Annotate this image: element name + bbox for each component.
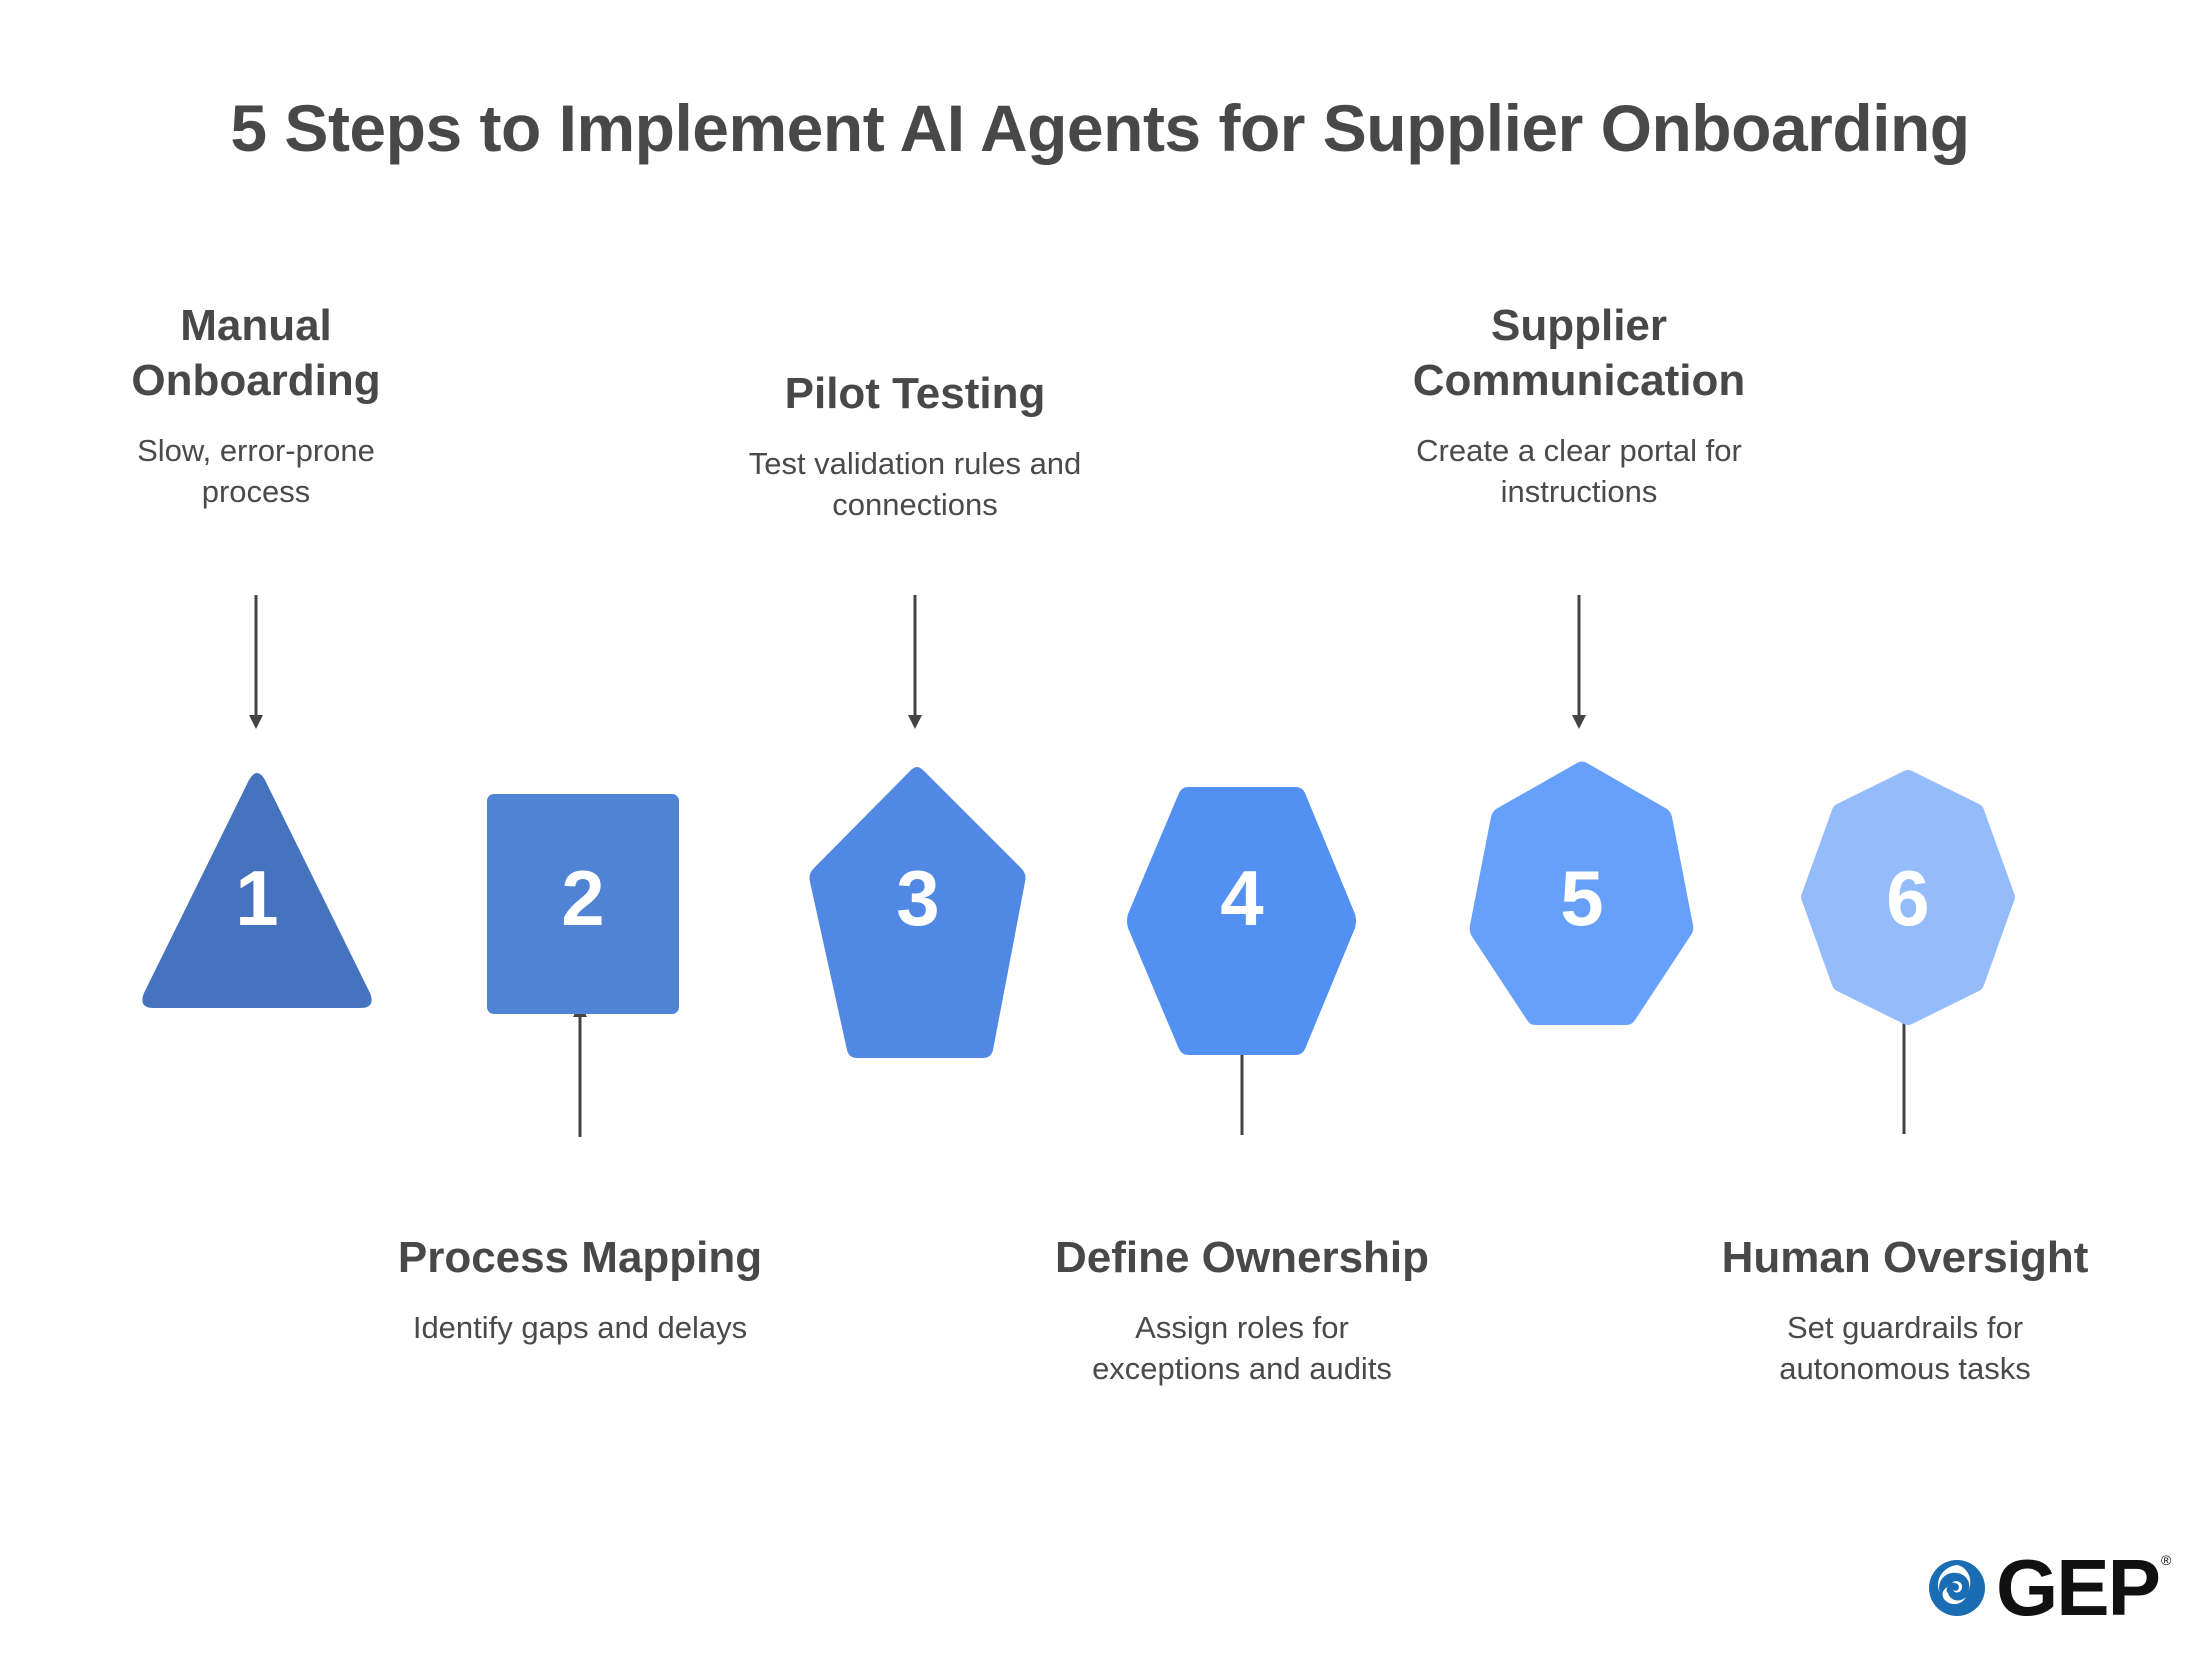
arrowhead-down-icon bbox=[1572, 715, 1586, 729]
step-3-description: Test validation rules and connections bbox=[695, 443, 1135, 525]
step-6-description: Set guardrails for autonomous tasks bbox=[1685, 1307, 2125, 1389]
step-6-number: 6 bbox=[1886, 854, 1929, 942]
arrowhead-down-icon bbox=[908, 715, 922, 729]
step-3-label: Pilot Testing Test validation rules and … bbox=[695, 366, 1135, 525]
step-1-heading: Manual Onboarding bbox=[36, 298, 476, 408]
step-2-heading: Process Mapping bbox=[360, 1230, 800, 1285]
step-5-label: Supplier Communication Create a clear po… bbox=[1359, 298, 1799, 512]
step-2-number: 2 bbox=[561, 854, 604, 942]
step-5-shape: 5 bbox=[1469, 761, 1694, 1025]
octagon-shape bbox=[1801, 770, 2015, 1025]
step-2-shape: 2 bbox=[487, 794, 679, 1014]
step-1-description: Slow, error-prone process bbox=[36, 430, 476, 512]
step-2-label: Process Mapping Identify gaps and delays bbox=[360, 1230, 800, 1348]
arrowhead-down-icon bbox=[249, 715, 263, 729]
step-6-description-line: autonomous tasks bbox=[1779, 1351, 2031, 1386]
step-4-number: 4 bbox=[1220, 854, 1263, 942]
step-4-description-line: exceptions and audits bbox=[1092, 1351, 1392, 1386]
step-3-shape: 3 bbox=[809, 767, 1026, 1058]
page-title: 5 Steps to Implement AI Agents for Suppl… bbox=[230, 91, 1970, 165]
step-4-description: Assign roles for exceptions and audits bbox=[1022, 1307, 1462, 1389]
step-1-shape: 1 bbox=[142, 773, 372, 1008]
gep-logo: GEP ® bbox=[1928, 1543, 2172, 1632]
step-6-heading: Human Oversight bbox=[1685, 1230, 2125, 1285]
square-shape bbox=[487, 794, 679, 1014]
pentagon-shape bbox=[809, 767, 1026, 1058]
heptagon-shape bbox=[1469, 761, 1694, 1025]
registered-mark: ® bbox=[2160, 1552, 2172, 1568]
step-1-description-line: process bbox=[201, 474, 311, 509]
step-1-heading-line: Onboarding bbox=[131, 356, 381, 405]
step-2-description-line: Identify gaps and delays bbox=[412, 1310, 748, 1345]
step-4-heading-line: Define Ownership bbox=[1054, 1233, 1430, 1282]
step-6-shape: 6 bbox=[1801, 770, 2015, 1025]
hexagon-shape bbox=[1127, 787, 1356, 1055]
step-4-shape: 4 bbox=[1127, 787, 1356, 1055]
step-4-description-line: Assign roles for bbox=[1135, 1310, 1349, 1345]
step-2-heading-line: Process Mapping bbox=[397, 1233, 763, 1282]
step-6-heading-line: Human Oversight bbox=[1721, 1233, 2089, 1282]
step-5-heading-line: Communication bbox=[1412, 356, 1746, 405]
step-5-description-line: instructions bbox=[1500, 474, 1658, 509]
step-3-description-line: Test validation rules and bbox=[748, 446, 1082, 481]
step-3-description-line: connections bbox=[832, 487, 998, 522]
step-6-description-line: Set guardrails for bbox=[1786, 1310, 2024, 1345]
step-6-label: Human Oversight Set guardrails for auton… bbox=[1685, 1230, 2125, 1389]
swirl-icon bbox=[1929, 1560, 1985, 1616]
step-5-heading-line: Supplier bbox=[1490, 301, 1668, 350]
step-1-label: Manual Onboarding Slow, error-prone proc… bbox=[36, 298, 476, 512]
step-4-label: Define Ownership Assign roles for except… bbox=[1022, 1230, 1462, 1389]
step-5-description: Create a clear portal for instructions bbox=[1359, 430, 1799, 512]
step-2-description: Identify gaps and delays bbox=[360, 1307, 800, 1348]
step-5-heading: Supplier Communication bbox=[1359, 298, 1799, 408]
step-5-number: 5 bbox=[1560, 854, 1603, 942]
step-3-heading-line: Pilot Testing bbox=[784, 369, 1046, 418]
step-1-heading-line: Manual bbox=[180, 301, 332, 350]
triangle-shape bbox=[142, 773, 372, 1008]
step-1-number: 1 bbox=[235, 854, 278, 942]
step-4-heading: Define Ownership bbox=[1022, 1230, 1462, 1285]
step-3-number: 3 bbox=[896, 854, 939, 942]
step-3-heading: Pilot Testing bbox=[695, 366, 1135, 421]
logo-text: GEP bbox=[1996, 1543, 2161, 1632]
step-1-description-line: Slow, error-prone bbox=[137, 433, 375, 468]
step-5-description-line: Create a clear portal for bbox=[1416, 433, 1742, 468]
